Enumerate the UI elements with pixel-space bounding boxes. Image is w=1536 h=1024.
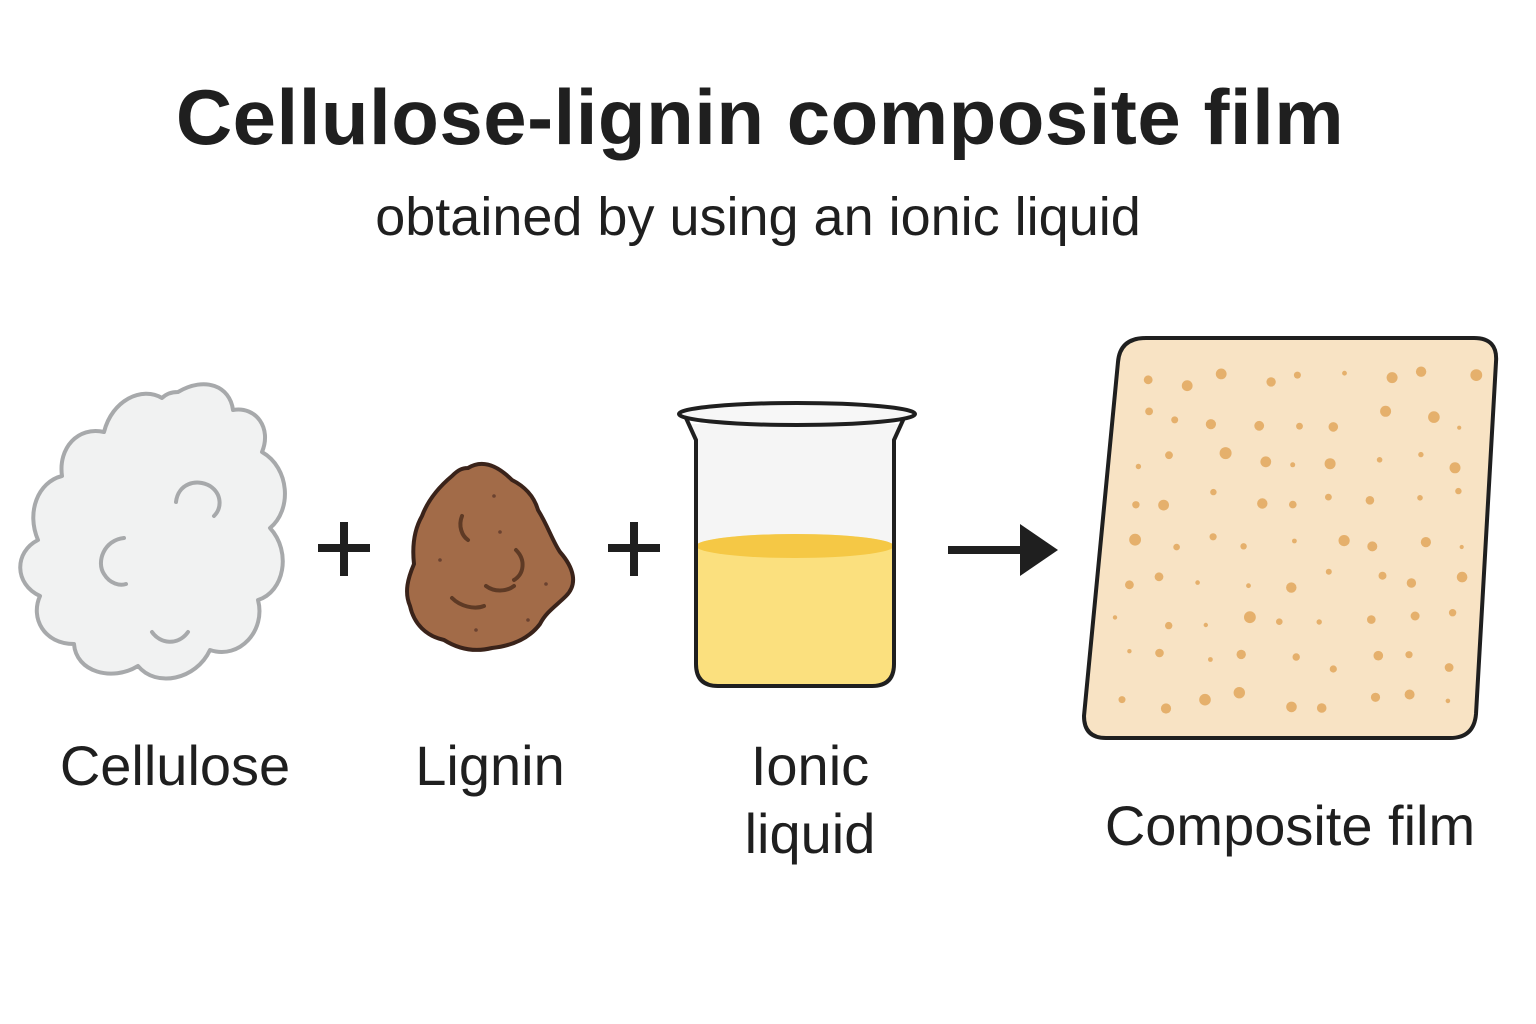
ionic-liquid-label-line1: Ionic [750, 734, 870, 797]
film-speck [1244, 611, 1256, 624]
plus-icon [318, 522, 370, 576]
film-speck [1417, 495, 1423, 501]
film-speck [1266, 377, 1276, 387]
lignin-chunk-icon [405, 461, 576, 652]
film-speck [1160, 703, 1172, 714]
film-speck [1209, 533, 1217, 541]
ionic-liquid-label-line2: liquid [744, 802, 876, 865]
film-speck [1276, 618, 1283, 625]
film-speck [1155, 648, 1164, 658]
film-speck [1296, 422, 1303, 430]
film-speck [1378, 571, 1387, 580]
film-speck [1236, 649, 1246, 660]
film-speck [1406, 578, 1417, 588]
film-speck [1448, 609, 1457, 617]
film-speck [1410, 611, 1420, 621]
film-speck [1289, 500, 1297, 509]
composite-film-label: Composite film [1104, 794, 1476, 857]
film-speck [1195, 580, 1200, 585]
film-speck [1173, 543, 1180, 551]
film-speck [1342, 370, 1347, 376]
film-speck [1376, 457, 1383, 463]
film-speck [1219, 447, 1232, 460]
film-speck [1145, 407, 1153, 416]
diagram-subtitle: obtained by using an ionic liquid [375, 187, 1141, 247]
film-speck [1290, 462, 1296, 468]
film-speck [1455, 487, 1462, 495]
film-speck [1257, 498, 1268, 509]
film-speck [1367, 541, 1378, 552]
film-speck [1418, 451, 1424, 458]
film-speck [1380, 405, 1392, 417]
film-speck [1165, 621, 1173, 630]
film-speck [1246, 583, 1251, 589]
film-speck [1325, 568, 1332, 575]
film-speck [1135, 463, 1142, 470]
film-speck [1154, 572, 1164, 582]
film-speck [1233, 687, 1246, 699]
reaction-arrow-icon [948, 524, 1058, 576]
film-speck [1316, 619, 1322, 625]
film-speck [1215, 368, 1227, 380]
film-speck [1292, 538, 1297, 544]
film-speck [1404, 689, 1415, 700]
ionic-liquid-label: Ionic liquid [700, 732, 920, 868]
film-speck [1386, 372, 1398, 384]
cellulose-label: Cellulose [59, 734, 291, 797]
film-speck [1316, 703, 1327, 713]
film-speck [1171, 416, 1179, 424]
film-speck [1456, 571, 1468, 583]
film-speck [1165, 451, 1173, 460]
film-speck [1338, 535, 1350, 547]
film-speck [1199, 693, 1211, 706]
composite-film-icon [1082, 336, 1499, 740]
film-speck [1328, 422, 1339, 432]
film-speck [1428, 411, 1440, 423]
film-speck [1367, 615, 1376, 624]
film-speck [1181, 380, 1193, 392]
lignin-label: Lignin [415, 734, 565, 797]
beaker-icon [677, 401, 917, 688]
film-speck [1405, 651, 1413, 659]
film-speck [1370, 692, 1381, 702]
film-speck [1286, 582, 1297, 593]
film-speck [1210, 488, 1217, 496]
film-speck [1292, 653, 1300, 661]
film-speck [1293, 371, 1301, 379]
plus-icon [608, 522, 660, 576]
film-speck [1240, 543, 1247, 550]
film-speck [1112, 615, 1118, 620]
film-speck [1254, 420, 1265, 431]
cotton-cloud-icon [18, 382, 287, 681]
diagram-title: Cellulose-lignin composite film [175, 73, 1345, 161]
film-speck [1132, 501, 1140, 509]
film-speck [1208, 657, 1213, 662]
film-speck [1420, 537, 1431, 548]
film-speck [1286, 701, 1297, 713]
film-speck [1260, 456, 1272, 468]
film-speck [1158, 499, 1169, 511]
film-speck [1470, 369, 1483, 381]
film-speck [1143, 375, 1153, 385]
film-speck [1129, 533, 1141, 546]
film-speck [1203, 622, 1209, 628]
film-speck [1205, 419, 1216, 430]
film-speck [1365, 496, 1375, 505]
film-speck [1449, 462, 1461, 474]
film-speck [1125, 580, 1134, 590]
film-speck [1445, 698, 1451, 704]
film-speck [1329, 665, 1337, 673]
film-speck [1373, 650, 1384, 661]
film-speck [1457, 425, 1462, 430]
film-speck [1325, 493, 1332, 501]
film-speck [1415, 366, 1427, 377]
film-speck [1127, 649, 1132, 654]
film-speck [1324, 458, 1336, 470]
film-speck [1118, 696, 1126, 704]
film-speck [1459, 544, 1464, 550]
film-specks [1112, 366, 1483, 714]
film-speck [1444, 663, 1454, 672]
